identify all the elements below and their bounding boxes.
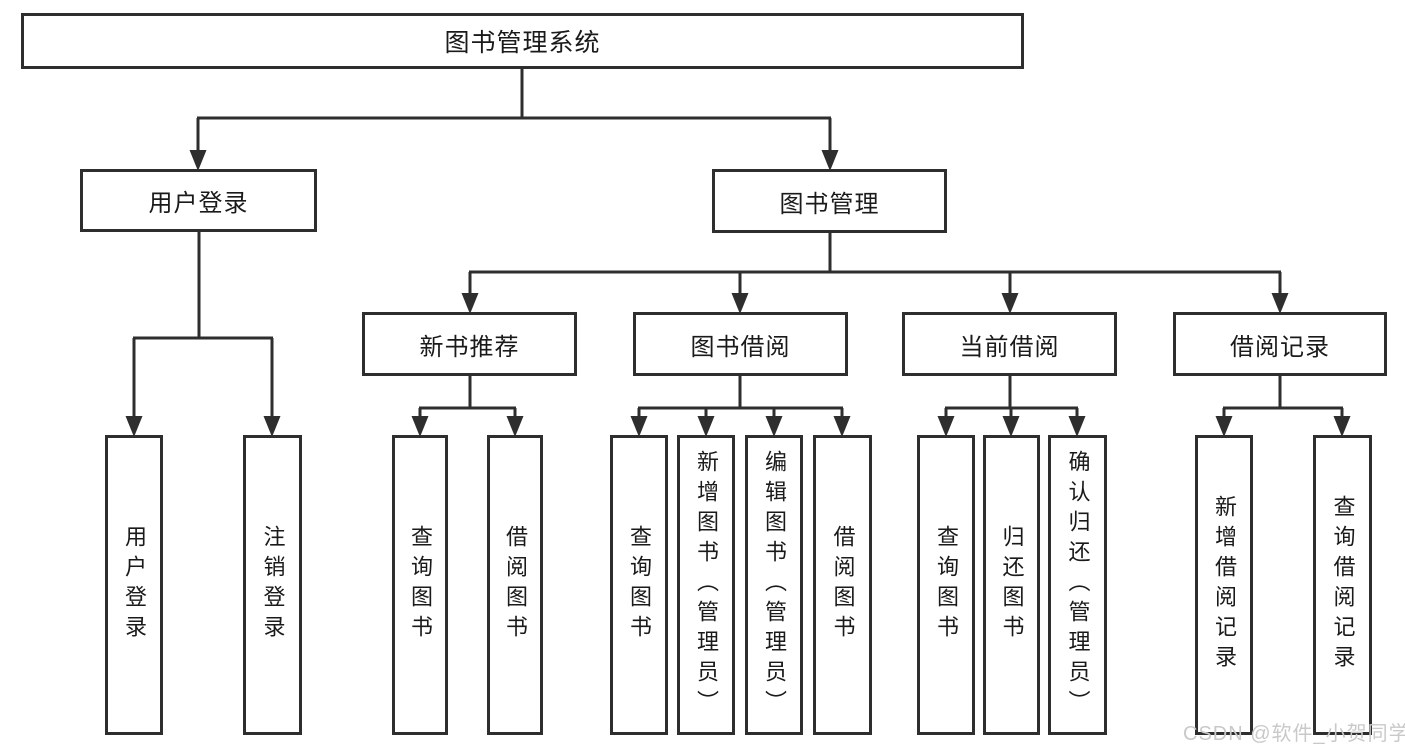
- connector-book-management: [468, 233, 1282, 295]
- arrow-down-icon: [630, 416, 648, 437]
- leaf-borrow-books-2: 借阅图书: [813, 435, 872, 735]
- arrow-down-icon: [937, 416, 955, 437]
- leaf-borrow-books-1: 借阅图书: [487, 435, 543, 735]
- leaf-label: 归还图书: [999, 525, 1025, 645]
- arrow-down-icon: [1215, 416, 1233, 437]
- leaf-confirm-return-admin: 确认归还（管理员）: [1048, 435, 1107, 735]
- leaf-label: 查询图书: [627, 525, 652, 645]
- arrow-down-icon: [1001, 293, 1019, 314]
- arrow-down-icon: [731, 293, 749, 314]
- node-root: 图书管理系统: [21, 13, 1024, 69]
- leaf-logout: 注销登录: [243, 435, 302, 735]
- arrow-down-icon: [765, 416, 783, 437]
- leaf-add-borrow-record: 新增借阅记录: [1195, 435, 1253, 735]
- leaf-user-login: 用户登录: [105, 435, 163, 735]
- arrow-down-icon: [125, 416, 143, 437]
- leaf-label: 注销登录: [260, 525, 286, 645]
- arrow-down-icon: [1271, 293, 1289, 314]
- arrow-down-icon: [411, 416, 429, 437]
- leaf-query-borrow-record: 查询借阅记录: [1313, 435, 1372, 735]
- leaf-label: 确认归还（管理员）: [1065, 450, 1091, 720]
- leaf-label: 查询图书: [408, 525, 433, 645]
- leaf-label: 编辑图书（管理员）: [762, 450, 787, 720]
- leaf-label: 新增借阅记录: [1212, 495, 1237, 675]
- leaf-label: 查询借阅记录: [1330, 495, 1356, 675]
- connector-root: [196, 69, 832, 152]
- leaf-return-book: 归还图书: [983, 435, 1040, 735]
- node-book-borrow: 图书借阅: [633, 312, 848, 376]
- arrow-down-icon: [833, 416, 851, 437]
- arrow-down-icon: [821, 150, 839, 171]
- connector-borrow-records: [1222, 376, 1344, 419]
- leaf-label: 借阅图书: [503, 525, 528, 645]
- arrow-down-icon: [461, 293, 479, 314]
- watermark-text: CSDN @软件_小贺同学: [1183, 723, 1405, 745]
- connector-new-book-recommend: [418, 376, 517, 419]
- node-current-borrow: 当前借阅: [902, 312, 1117, 376]
- connector-book-borrow: [637, 376, 844, 419]
- leaf-query-books-1: 查询图书: [392, 435, 448, 735]
- node-user-login: 用户登录: [80, 169, 317, 232]
- arrow-down-icon: [697, 416, 715, 437]
- arrow-down-icon: [1333, 416, 1351, 437]
- leaf-label: 查询图书: [934, 525, 959, 645]
- arrow-down-icon: [263, 416, 281, 437]
- node-book-management: 图书管理: [712, 169, 947, 233]
- leaf-edit-book-admin: 编辑图书（管理员）: [745, 435, 803, 735]
- leaf-add-book-admin: 新增图书（管理员）: [677, 435, 735, 735]
- arrow-down-icon: [506, 416, 524, 437]
- arrow-down-icon: [1002, 416, 1020, 437]
- arrow-down-icon: [189, 150, 207, 171]
- node-new-book-recommend: 新书推荐: [362, 312, 577, 376]
- node-borrow-records: 借阅记录: [1173, 312, 1387, 376]
- arrow-down-icon: [1068, 416, 1086, 437]
- leaf-query-books-2: 查询图书: [610, 435, 668, 735]
- connector-current-borrow: [944, 376, 1079, 419]
- leaf-query-books-3: 查询图书: [917, 435, 975, 735]
- connector-user-login: [132, 232, 274, 418]
- leaf-label: 借阅图书: [830, 525, 856, 645]
- leaf-label: 用户登录: [122, 525, 147, 645]
- leaf-label: 新增图书（管理员）: [694, 450, 719, 720]
